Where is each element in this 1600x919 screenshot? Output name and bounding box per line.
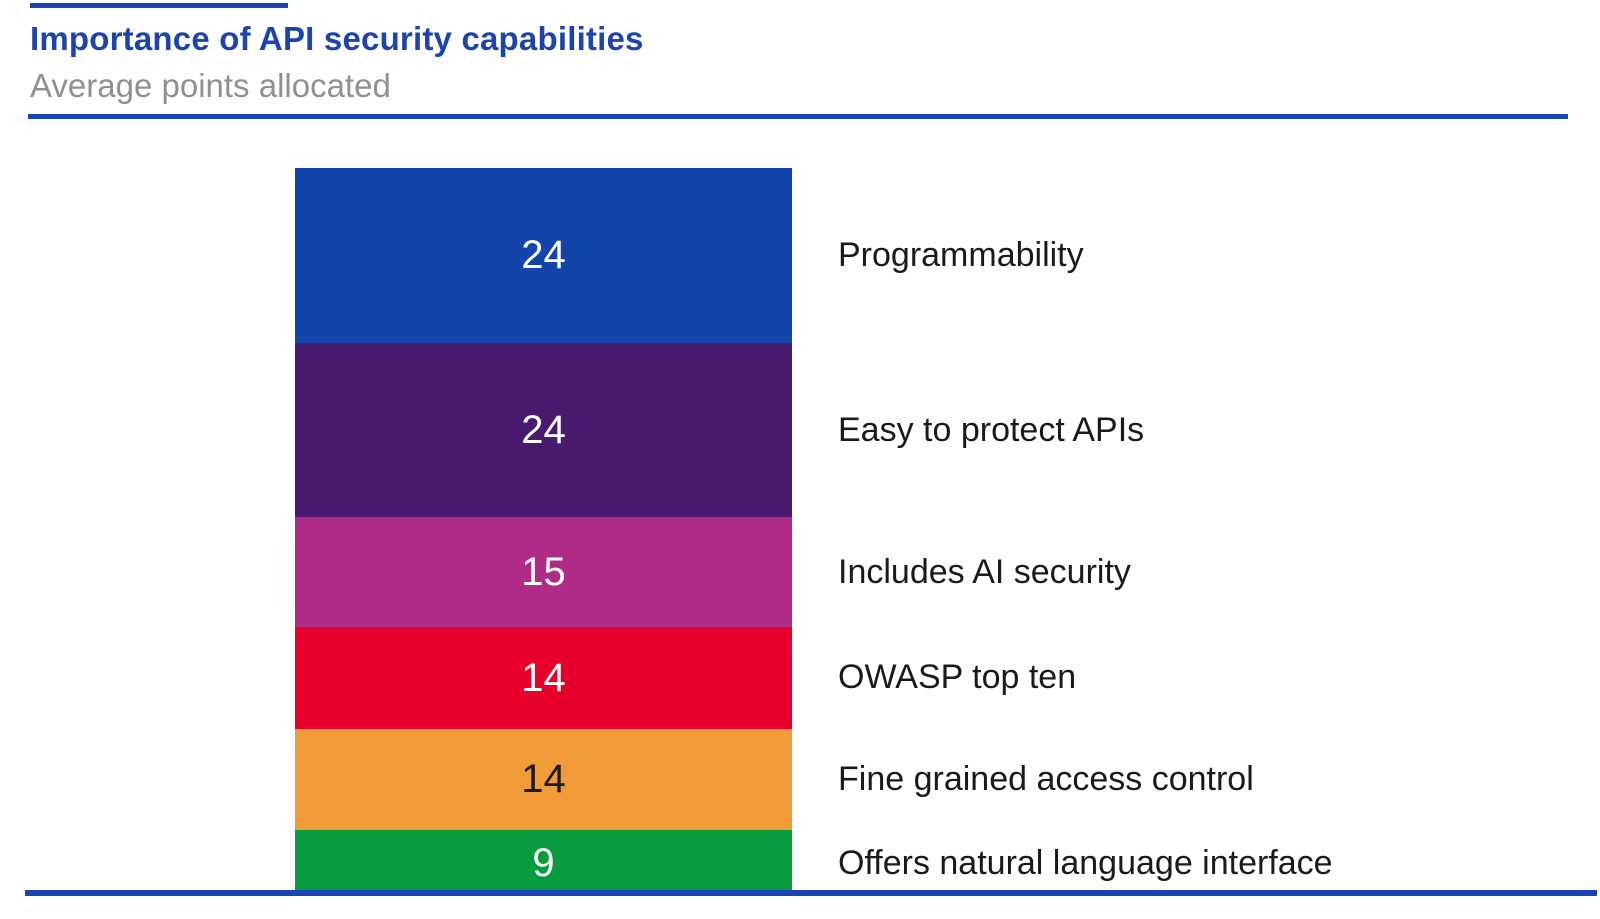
top-accent-line [30, 3, 288, 8]
bar-segment-1: 24 [295, 342, 792, 518]
page-title: Importance of API security capabilities [30, 20, 644, 57]
page-subtitle: Average points allocated [30, 67, 391, 104]
segment-label-3: OWASP top ten [838, 658, 1077, 697]
segment-value-4: 14 [521, 757, 566, 802]
segment-label-0: Programmability [838, 235, 1084, 274]
bottom-rule-line [25, 890, 1597, 896]
segment-value-2: 15 [521, 550, 566, 595]
segment-value-3: 14 [521, 655, 566, 700]
bar-segment-0: 24 [295, 168, 792, 343]
bar-segment-3: 14 [295, 626, 792, 729]
chart-header: Importance of API security capabilities … [30, 20, 644, 105]
header-rule-line [28, 114, 1568, 119]
bar-segment-2: 15 [295, 517, 792, 627]
segment-label-1: Easy to protect APIs [838, 410, 1145, 449]
label-row-0: Programmability [838, 168, 1578, 343]
label-row-5: Offers natural language interface [838, 830, 1578, 896]
bar-segment-5: 9 [295, 830, 792, 896]
segment-label-2: Includes AI security [838, 552, 1131, 591]
bar-segment-4: 14 [295, 728, 792, 831]
stacked-bar: 24 24 15 14 14 9 [295, 168, 792, 896]
segment-label-5: Offers natural language interface [838, 843, 1333, 882]
segment-value-1: 24 [521, 408, 566, 453]
label-row-4: Fine grained access control [838, 729, 1578, 831]
segment-value-0: 24 [521, 233, 566, 278]
segment-value-5: 9 [532, 841, 555, 886]
segment-label-4: Fine grained access control [838, 759, 1254, 798]
label-row-2: Includes AI security [838, 517, 1578, 626]
label-row-1: Easy to protect APIs [838, 343, 1578, 518]
label-row-3: OWASP top ten [838, 627, 1578, 729]
